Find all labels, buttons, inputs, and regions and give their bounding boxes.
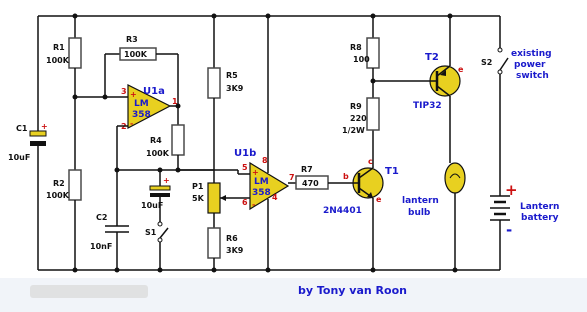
transistor-t2: T2 e TIP32 <box>413 52 464 111</box>
t1-pin-b: b <box>343 172 349 181</box>
battery-label-line2: battery <box>521 213 559 223</box>
junction-dots <box>72 13 458 273</box>
u1b-name: U1b <box>234 148 256 159</box>
resistor-r4: R4 100K <box>146 124 185 170</box>
r1-name: R1 <box>53 43 65 52</box>
u1a-minus-sign: - <box>130 119 133 128</box>
u1b-pin4: 4 <box>272 193 278 202</box>
u1a-chip-line1: LM <box>134 99 149 109</box>
s2-label-line1: existing <box>511 49 552 59</box>
c2-name: C2 <box>96 213 107 222</box>
transistor-t1: b c e T1 2N4401 <box>323 157 399 216</box>
u1b-chip-line2: 358 <box>252 188 271 198</box>
c3-value: 10uF <box>141 201 163 210</box>
capacitor-c2: C2 10nF <box>90 170 129 270</box>
potentiometer-p1: P1 5K <box>192 182 238 228</box>
opamp-u1a: U1a LM 358 + - 3 2 1 <box>121 84 178 131</box>
s1-name: S1 <box>145 228 157 237</box>
battery-plus: + <box>505 181 518 199</box>
r9-name: R9 <box>350 102 362 111</box>
u1b-minus-sign: - <box>252 200 255 209</box>
blurred-watermark <box>30 285 148 298</box>
r6-name: R6 <box>226 234 238 243</box>
c1-plus-sign: + <box>41 122 48 131</box>
t2-pin-e: e <box>458 65 464 74</box>
r3-value: 100K <box>124 50 148 59</box>
t1-pin-e: e <box>376 195 382 204</box>
r5-value: 3K9 <box>226 84 244 93</box>
resistor-r6: R6 3K9 <box>207 227 244 270</box>
u1b-pin7: 7 <box>289 173 295 182</box>
t2-part: TIP32 <box>413 101 442 111</box>
lantern-battery: + - Lantern battery <box>490 181 559 270</box>
u1b-plus-sign: + <box>252 168 259 177</box>
r8-value: 100 <box>353 55 370 64</box>
r7-name: R7 <box>301 165 313 174</box>
lamp-label-line2: bulb <box>408 208 431 218</box>
t1-pin-c: c <box>368 157 373 166</box>
u1a-chip-line2: 358 <box>132 110 151 120</box>
s2-label-line2: power <box>514 60 546 70</box>
switch-s2: S2 existing power switch <box>481 16 552 196</box>
r8-name: R8 <box>350 43 362 52</box>
c2-value: 10nF <box>90 242 112 251</box>
resistor-r2: R2 100K <box>46 169 82 270</box>
u1b-chip-line1: LM <box>254 177 269 187</box>
u1b-pin5: 5 <box>242 163 248 172</box>
u1b-pin8: 8 <box>262 156 268 165</box>
r4-name: R4 <box>150 136 162 145</box>
c3-plus-sign: + <box>163 176 170 185</box>
credit-text: by Tony van Roon <box>298 284 407 297</box>
battery-label-line1: Lantern <box>520 202 559 212</box>
u1a-plus-sign: + <box>130 90 137 99</box>
s2-name: S2 <box>481 58 492 67</box>
battery-minus: - <box>506 221 512 239</box>
c1-value: 10uF <box>8 153 30 162</box>
r2-name: R2 <box>53 179 65 188</box>
p1-value: 5K <box>192 194 205 203</box>
capacitor-c3: + 10uF <box>141 170 171 222</box>
r2-value: 100K <box>46 191 70 200</box>
t2-name: T2 <box>425 52 439 63</box>
lamp-label-line1: lantern <box>402 196 439 206</box>
c1-name: C1 <box>16 124 28 133</box>
resistor-r1: R1 100K <box>46 16 82 170</box>
opamp-u1b: U1b LM 358 + - 5 6 8 4 7 <box>234 148 295 211</box>
resistor-r5: R5 3K9 <box>207 16 244 183</box>
u1a-pin1: 1 <box>172 97 178 106</box>
u1a-pin3: 3 <box>121 87 127 96</box>
t1-part: 2N4401 <box>323 206 362 216</box>
capacitor-c1: + C1 10uF <box>8 16 48 270</box>
t1-name: T1 <box>385 166 399 177</box>
resistor-r8: R8 100 <box>350 16 380 98</box>
switch-s1: S1 <box>145 221 169 270</box>
p1-name: P1 <box>192 182 204 191</box>
s2-label-line3: switch <box>516 71 549 81</box>
resistor-r7: R7 470 <box>288 165 352 190</box>
lantern-bulb: lantern bulb <box>402 162 466 218</box>
u1b-pin6: 6 <box>242 198 248 207</box>
u1a-name: U1a <box>143 86 165 97</box>
r3-name: R3 <box>126 35 138 44</box>
resistor-r9: R9 220 1/2W <box>342 97 380 135</box>
resistor-r3: R3 100K <box>105 35 178 61</box>
r1-value: 100K <box>46 56 70 65</box>
r6-value: 3K9 <box>226 246 244 255</box>
r9-value: 220 <box>350 114 367 123</box>
r9-power: 1/2W <box>342 126 365 135</box>
r5-name: R5 <box>226 71 238 80</box>
r4-value: 100K <box>146 149 170 158</box>
r7-value: 470 <box>302 179 319 188</box>
